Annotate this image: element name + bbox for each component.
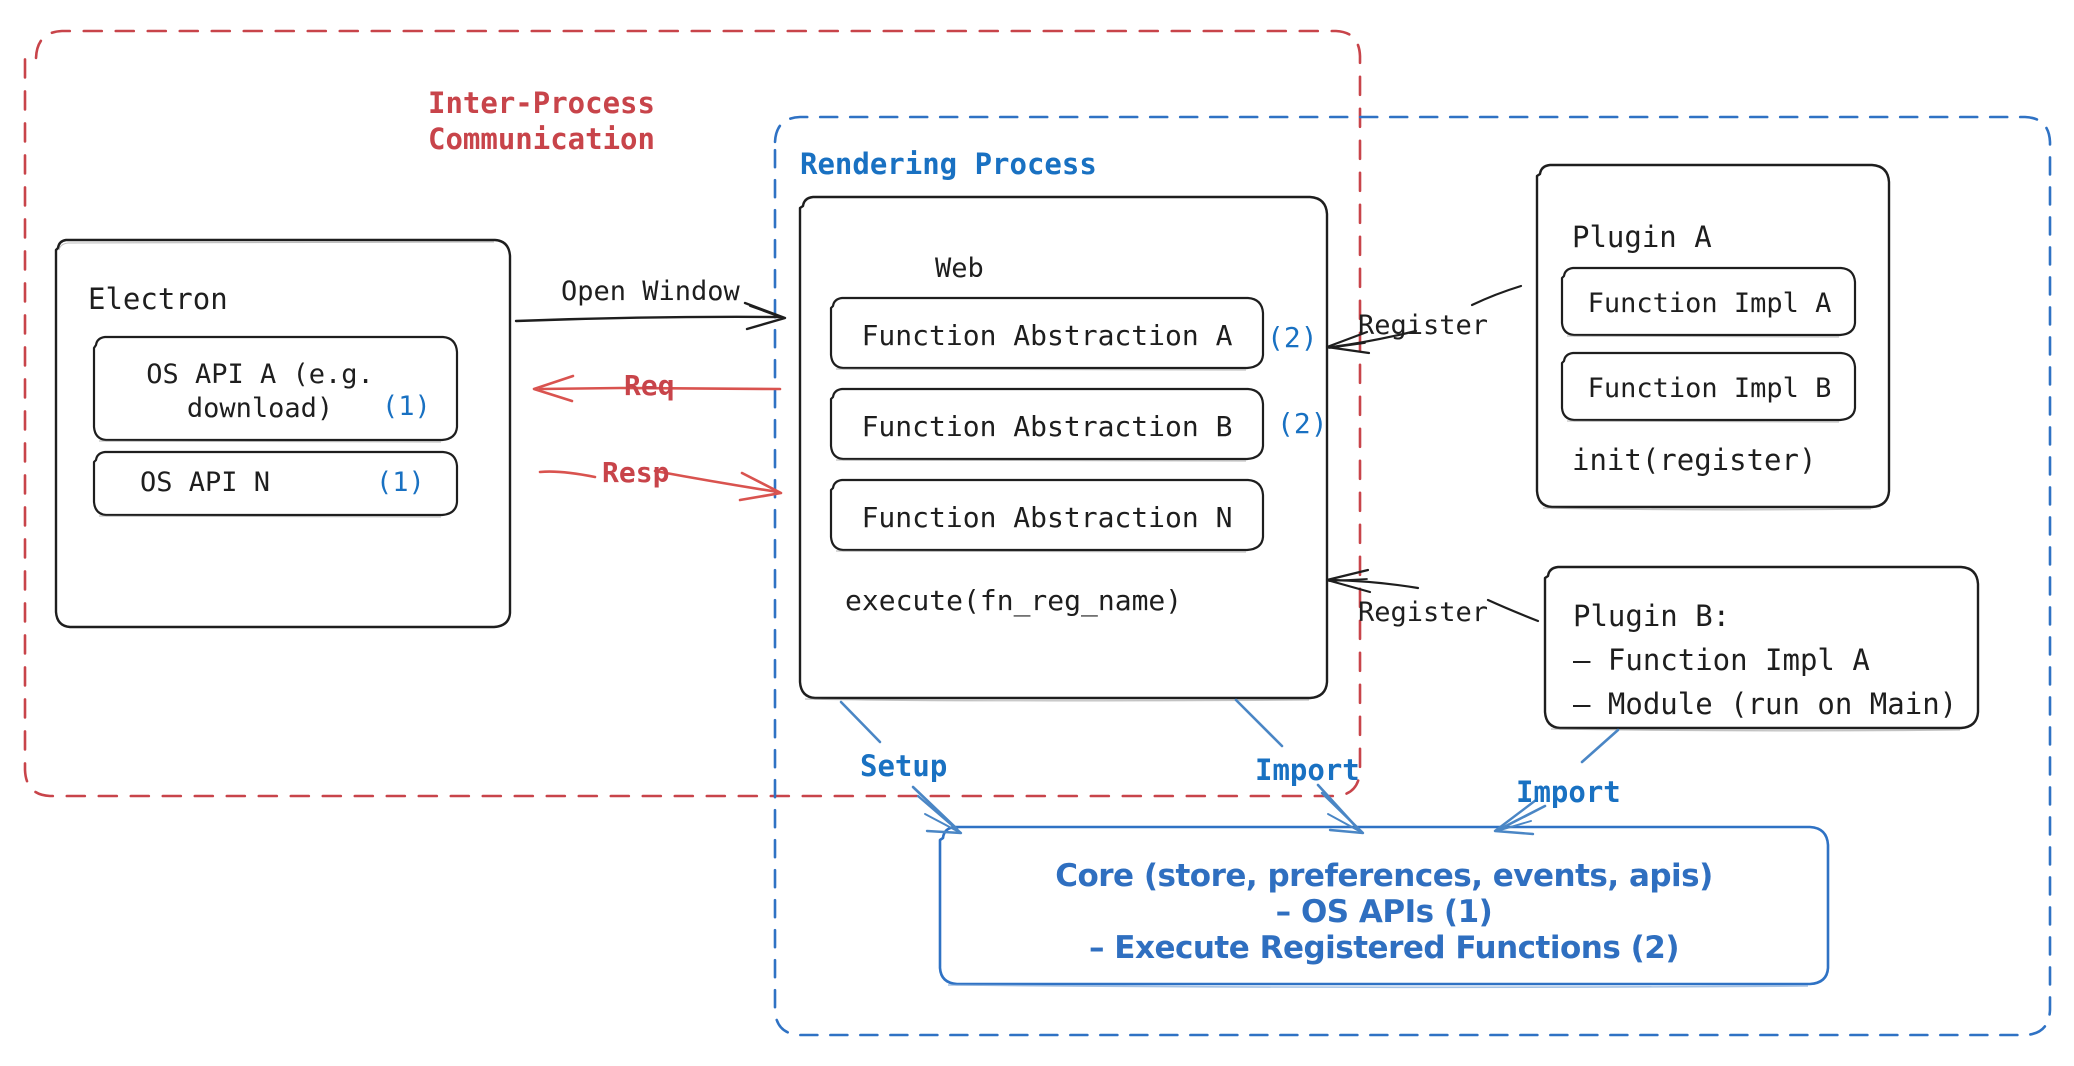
os-api-a-label: OS API A (e.g. download) <box>146 359 374 424</box>
plugin-a-title: Plugin A <box>1572 220 1712 254</box>
os-api-n-badge: (1) <box>376 467 425 498</box>
edge-register-plugin-b <box>1325 568 1540 623</box>
os-api-a-box[interactable] <box>92 335 459 442</box>
plugin-b-title: Plugin B: <box>1573 599 1731 633</box>
os-api-n-box[interactable] <box>92 450 459 517</box>
edge-register-plugin-a-label: Register <box>1358 310 1489 341</box>
function-impl-b-box[interactable] <box>1560 351 1857 422</box>
os-api-n-label: OS API N <box>139 467 271 498</box>
edge-open-window <box>514 301 787 331</box>
core-line-1: Core (store, preferences, events, apis) <box>1055 858 1713 894</box>
function-abstraction-a-label: Function Abstraction A <box>861 319 1233 352</box>
rendering-process-title: Rendering Process <box>800 147 1097 181</box>
ipc-title: Inter-Process Communication <box>428 86 655 157</box>
edge-import-plugin-b-label: Import <box>1516 775 1621 809</box>
function-impl-b-label: Function Impl B <box>1587 373 1832 404</box>
plugin-b-line-2: – Module (run on Main) <box>1573 687 1958 721</box>
core-line-3: – Execute Registered Functions (2) <box>1089 930 1679 966</box>
edge-resp-label: Resp <box>602 456 670 489</box>
function-abstraction-b-badge: (2) <box>1277 407 1328 440</box>
ipc-boundary <box>23 29 1362 798</box>
core-line-2: – OS APIs (1) <box>1275 894 1493 930</box>
web-footer-execute: execute(fn_reg_name) <box>845 584 1183 617</box>
os-api-a-badge: (1) <box>382 391 431 422</box>
edge-req-label: Req <box>624 369 675 402</box>
edge-open-window-label: Open Window <box>561 276 740 307</box>
function-abstraction-b-box[interactable] <box>829 387 1265 461</box>
function-abstraction-a-box[interactable] <box>829 296 1265 370</box>
plugin-a-footer-init: init(register) <box>1572 443 1817 477</box>
function-impl-a-box[interactable] <box>1560 266 1857 337</box>
plugin-b-line-1: – Function Impl A <box>1573 643 1870 677</box>
edge-register-plugin-b-label: Register <box>1358 597 1489 628</box>
edge-register-plugin-a <box>1325 284 1523 355</box>
edge-import-web-label: Import <box>1255 753 1360 787</box>
function-impl-a-label: Function Impl A <box>1587 288 1832 319</box>
function-abstraction-n-label: Function Abstraction N <box>861 501 1233 534</box>
rendering-process-boundary <box>773 115 2052 1037</box>
edge-import-plugin-b <box>1493 728 1620 836</box>
edge-setup-label: Setup <box>860 749 948 783</box>
web-title: Web <box>935 253 984 284</box>
edge-resp <box>538 469 783 502</box>
electron-title: Electron <box>88 282 228 316</box>
edge-req <box>532 374 782 403</box>
function-abstraction-n-box[interactable] <box>829 478 1265 552</box>
function-abstraction-a-badge: (2) <box>1267 321 1318 354</box>
edge-import-web <box>1234 698 1365 835</box>
plugin-b-box <box>1543 565 1980 730</box>
function-abstraction-b-label: Function Abstraction B <box>861 410 1233 443</box>
edge-setup <box>839 700 963 835</box>
